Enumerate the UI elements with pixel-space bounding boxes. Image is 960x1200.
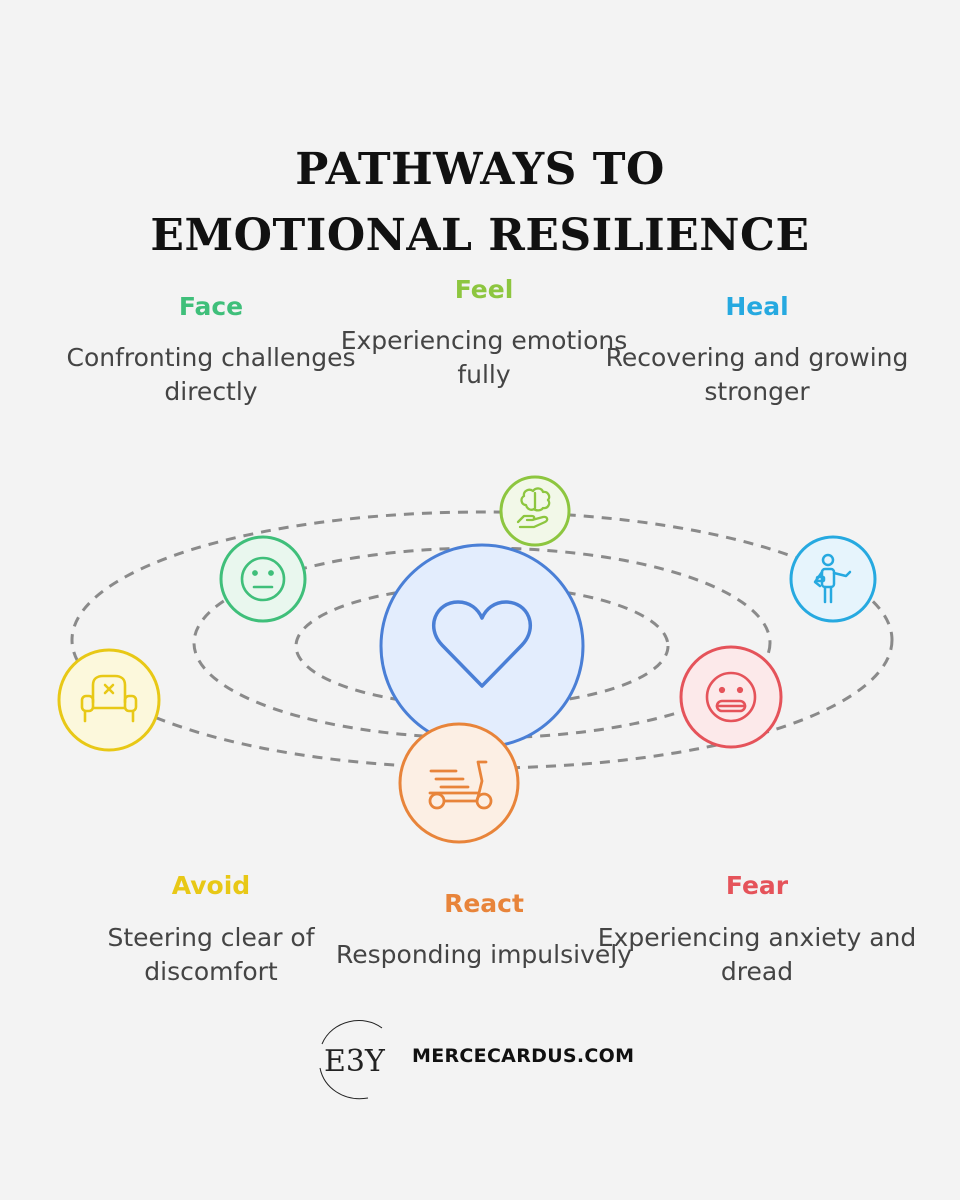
fear-node (679, 645, 783, 749)
avoid-description: Steering clear of discomfort (107, 923, 315, 986)
fear-label: Fear (725, 871, 789, 900)
heal-description: Recovering and growing stronger (605, 343, 909, 406)
brand-logo: E3Y (319, 1020, 386, 1100)
feel-node (499, 475, 571, 547)
avoid-node (57, 648, 161, 752)
neutral-face-icon (240, 556, 286, 602)
heal-node (789, 535, 877, 623)
armchair-icon (80, 674, 138, 723)
grimacing-face-icon (705, 671, 757, 723)
heart-icon (431, 600, 533, 688)
title-line-1: PATHWAYS TO (295, 144, 665, 195)
brand-logo-text: E3Y (324, 1044, 386, 1079)
avoid-label: Avoid (171, 871, 251, 900)
react-label: React (444, 889, 524, 918)
face-label: Face (178, 292, 244, 321)
brand-url[interactable]: MERCECARDUS.COM (412, 1045, 635, 1067)
fear-description: Experiencing anxiety and dread (597, 923, 917, 986)
face-description: Confronting challenges directly (66, 343, 356, 406)
react-description: Responding impulsively (336, 940, 632, 969)
react-node (398, 722, 520, 844)
feel-description: Experiencing emotions fully (340, 326, 628, 389)
center-heart-node (379, 543, 585, 749)
scooter-icon (428, 760, 493, 810)
face-node (219, 535, 307, 623)
brain-in-hand-icon (516, 487, 551, 529)
heal-label: Heal (725, 292, 789, 321)
person-with-bandage-icon (813, 553, 852, 604)
title-line-2: EMOTIONAL RESILIENCE (150, 210, 810, 261)
feel-label: Feel (454, 275, 514, 304)
